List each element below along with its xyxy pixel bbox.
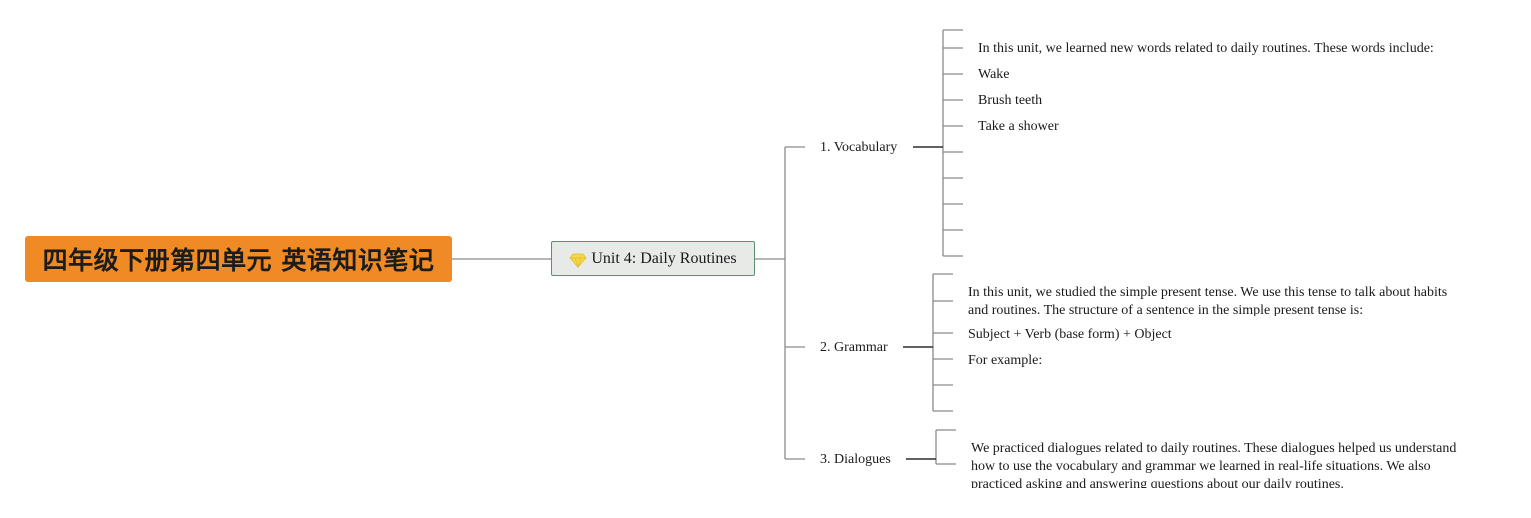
branch-grammar[interactable]: 2. Grammar — [820, 340, 888, 356]
dialogues-item[interactable]: We practiced dialogues related to daily … — [971, 441, 1457, 488]
branch-label: 1. Vocabulary — [820, 140, 898, 155]
root-title-text: 四年级下册第四单元 英语知识笔记 — [42, 246, 435, 275]
topic-label: Unit 4: Daily Routines — [591, 249, 737, 267]
vocabulary-item[interactable]: In this unit, we learned new words relat… — [978, 41, 1434, 56]
branch-label: 2. Grammar — [820, 340, 888, 355]
grammar-item[interactable]: Subject + Verb (base form) + Object — [968, 327, 1172, 342]
branch-vocabulary[interactable]: 1. Vocabulary — [820, 140, 897, 156]
grammar-item[interactable]: For example: — [968, 353, 1043, 368]
vocabulary-item[interactable]: Take a shower — [978, 119, 1059, 134]
vocabulary-item[interactable]: Wake — [978, 67, 1010, 82]
branch-label: 3. Dialogues — [820, 452, 891, 467]
gem-icon — [569, 253, 587, 269]
root-title[interactable]: 四年级下册第四单元 英语知识笔记 — [25, 236, 452, 282]
topic-unit-4[interactable]: Unit 4: Daily Routines — [551, 241, 755, 276]
grammar-item[interactable]: In this unit, we studied the simple pres… — [968, 285, 1448, 316]
vocabulary-item[interactable]: Brush teeth — [978, 93, 1043, 108]
branch-dialogues[interactable]: 3. Dialogues — [820, 452, 891, 468]
